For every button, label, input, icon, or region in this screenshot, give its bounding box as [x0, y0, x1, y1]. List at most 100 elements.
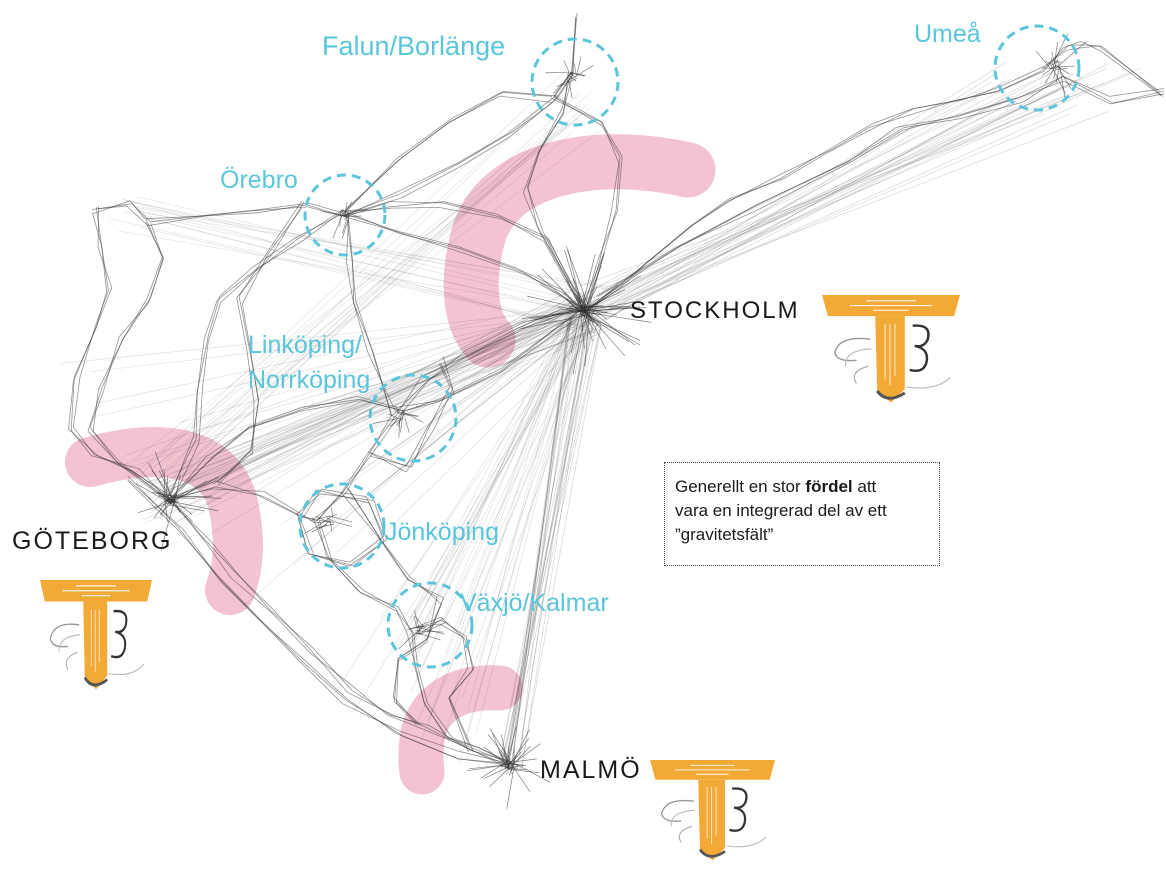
network-edge [1109, 88, 1165, 97]
network-edge [309, 652, 354, 687]
network-edge [394, 659, 399, 702]
network-edge [294, 304, 582, 565]
network-edge [318, 518, 334, 564]
network-edge [351, 262, 357, 301]
network-edge [369, 452, 407, 467]
network-edge [438, 207, 501, 219]
network-edge [489, 767, 510, 787]
network-edge [442, 367, 502, 399]
network-edge [61, 306, 599, 364]
network-edge [606, 73, 1075, 296]
network-edge [576, 113, 1045, 288]
network-edge [97, 206, 99, 248]
network-edge [1059, 67, 1066, 101]
network-edge [542, 231, 563, 272]
network-edge [207, 295, 221, 337]
network-edge [173, 480, 217, 497]
network-edge [757, 159, 850, 206]
network-edge [96, 296, 595, 404]
network-edge [332, 562, 359, 592]
network-edge [255, 312, 595, 449]
network-edge [580, 254, 596, 312]
network-edge [417, 627, 445, 635]
network-edge [198, 386, 204, 444]
malmo-label: MALMÖ [540, 756, 642, 784]
network-edge [177, 526, 218, 577]
network-edge [585, 312, 600, 327]
network-edge [415, 314, 594, 725]
network-edge [577, 308, 581, 312]
note-box: Generellt en stor fördel att vara en int… [664, 462, 940, 566]
network-edge [472, 328, 522, 354]
network-edge [506, 96, 555, 135]
network-edge [129, 200, 146, 220]
network-edge [499, 752, 511, 763]
network-edge [418, 625, 426, 629]
network-edge [101, 340, 123, 389]
network-edge [144, 328, 603, 524]
network-edge [251, 399, 259, 450]
network-edge [421, 353, 473, 377]
linkoping-label: Linköping/ [248, 331, 362, 359]
network-edge [574, 95, 1013, 321]
t-logo-icon [650, 760, 775, 862]
network-edge [410, 306, 572, 619]
network-edge [1045, 60, 1054, 66]
network-edge [141, 214, 593, 315]
umea-label: Umeå [914, 20, 981, 48]
network-edge [1051, 51, 1056, 65]
network-edge [159, 306, 606, 504]
network-edge [452, 91, 502, 119]
network-edge [418, 621, 447, 636]
network-edge [458, 758, 511, 766]
network-edge [161, 113, 583, 473]
network-edge [1100, 50, 1162, 97]
network-edge [387, 714, 429, 732]
network-edge [389, 417, 404, 427]
network-edge [154, 302, 585, 507]
note-line-1-start: Generellt en stor [675, 477, 806, 496]
network-edge [871, 108, 913, 125]
network-edge [125, 300, 577, 456]
network-edge [339, 211, 341, 227]
network-edge [341, 452, 369, 493]
network-edge [315, 515, 331, 524]
network-edge [1113, 90, 1165, 104]
network-edge [312, 647, 353, 691]
network-edge [238, 296, 251, 353]
network-edge [379, 316, 588, 619]
network-edge [483, 746, 507, 765]
network-edge [605, 86, 1063, 295]
network-edge [541, 268, 584, 312]
network-edge [580, 311, 652, 323]
network-edge [123, 321, 574, 465]
network-edge [263, 491, 299, 513]
network-edge [441, 620, 467, 637]
network-edge [216, 576, 257, 617]
network-edge [593, 84, 1012, 310]
network-edge [392, 714, 423, 726]
network-edge [252, 236, 298, 268]
network-edge [330, 312, 597, 525]
network-edge [296, 658, 343, 705]
network-edge [195, 393, 198, 439]
network-edge [302, 488, 322, 519]
network-edge [1062, 40, 1082, 49]
network-edge [307, 206, 342, 217]
network-edge [405, 429, 435, 473]
network-edge [396, 231, 459, 252]
network-edge [519, 312, 589, 754]
network-edge [553, 76, 570, 94]
network-edge [516, 267, 563, 291]
network-edge [202, 341, 209, 387]
network-edge [95, 206, 103, 249]
network-edge [173, 497, 181, 513]
network-edge [395, 117, 454, 160]
network-edge [1053, 60, 1057, 80]
network-edge [472, 328, 518, 354]
network-edge [171, 287, 578, 526]
network-edge [475, 321, 584, 735]
network-edge [442, 356, 453, 389]
network-edge [601, 121, 620, 164]
network-edge [171, 497, 196, 500]
